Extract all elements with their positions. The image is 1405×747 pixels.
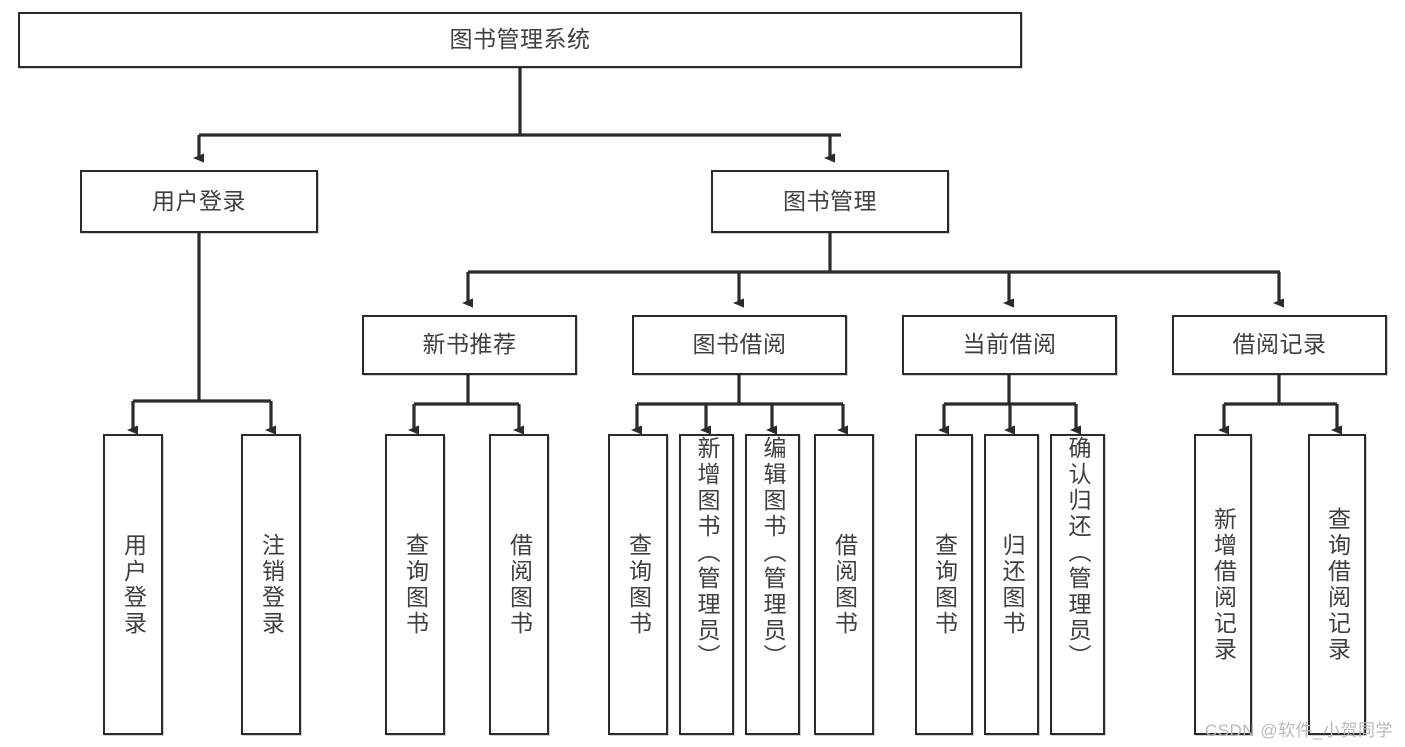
- leaf-query-book-current[interactable]: 查询图书: [915, 434, 973, 735]
- leaf-edit-book-admin-label: 编辑图书（管理员）: [760, 436, 786, 670]
- leaf-edit-book-admin[interactable]: 编辑图书（管理员）: [745, 434, 800, 735]
- leaf-user-login[interactable]: 用户登录: [103, 434, 163, 735]
- watermark: CSDN @软件_小贺同学: [1204, 721, 1393, 740]
- leaf-add-book-admin-label: 新增图书（管理员）: [694, 436, 720, 670]
- leaf-borrow-book-borrow[interactable]: 借阅图书: [814, 434, 874, 735]
- node-borrow-records-label: 借阅记录: [1232, 331, 1327, 358]
- edge-root-to-level2: [193, 68, 841, 163]
- leaf-query-borrow-record[interactable]: 查询借阅记录: [1308, 434, 1366, 735]
- node-root[interactable]: 图书管理系统: [18, 12, 1022, 68]
- leaf-add-borrow-record[interactable]: 新增借阅记录: [1194, 434, 1252, 735]
- node-book-management[interactable]: 图书管理: [711, 170, 949, 233]
- leaf-confirm-return-admin-label: 确认归还（管理员）: [1065, 436, 1091, 670]
- node-current-borrow-label: 当前借阅: [962, 331, 1057, 358]
- leaf-add-book-admin[interactable]: 新增图书（管理员）: [679, 434, 734, 735]
- node-book-borrow-label: 图书借阅: [692, 331, 787, 358]
- edge-bookmgmt-to-level3: [462, 233, 1284, 308]
- leaf-query-book-newbook-label: 查询图书: [402, 532, 429, 637]
- node-current-borrow[interactable]: 当前借阅: [902, 315, 1117, 375]
- leaf-borrow-book-borrow-label: 借阅图书: [831, 532, 858, 637]
- edge-records-to-leaves: [1218, 375, 1342, 435]
- node-new-book-recommend[interactable]: 新书推荐: [362, 315, 577, 375]
- node-user-login-label: 用户登录: [152, 187, 246, 214]
- node-borrow-records[interactable]: 借阅记录: [1172, 315, 1387, 375]
- node-new-book-recommend-label: 新书推荐: [422, 331, 517, 358]
- leaf-query-book-borrow-label: 查询图书: [625, 532, 652, 637]
- leaf-query-book-newbook[interactable]: 查询图书: [385, 434, 445, 735]
- leaf-query-book-current-label: 查询图书: [931, 532, 958, 637]
- leaf-borrow-book-newbook[interactable]: 借阅图书: [489, 434, 549, 735]
- leaf-confirm-return-admin[interactable]: 确认归还（管理员）: [1050, 434, 1105, 735]
- edge-borrow-to-leaves: [631, 375, 848, 435]
- node-book-management-label: 图书管理: [783, 187, 877, 214]
- edge-newbook-to-leaves: [408, 375, 524, 435]
- node-book-borrow[interactable]: 图书借阅: [632, 315, 847, 375]
- node-user-login[interactable]: 用户登录: [80, 170, 318, 233]
- leaf-query-borrow-record-label: 查询借阅记录: [1324, 506, 1351, 663]
- leaf-add-borrow-record-label: 新增借阅记录: [1210, 506, 1237, 663]
- node-root-label: 图书管理系统: [449, 26, 591, 53]
- leaf-logout[interactable]: 注销登录: [241, 434, 301, 735]
- edge-current-to-leaves: [938, 375, 1081, 435]
- leaf-borrow-book-newbook-label: 借阅图书: [506, 532, 533, 637]
- leaf-query-book-borrow[interactable]: 查询图书: [608, 434, 668, 735]
- leaf-return-book[interactable]: 归还图书: [984, 434, 1039, 735]
- edge-login-to-leaves: [127, 233, 276, 435]
- leaf-return-book-label: 归还图书: [999, 532, 1025, 637]
- leaf-logout-label: 注销登录: [258, 532, 285, 637]
- leaf-user-login-label: 用户登录: [120, 532, 147, 637]
